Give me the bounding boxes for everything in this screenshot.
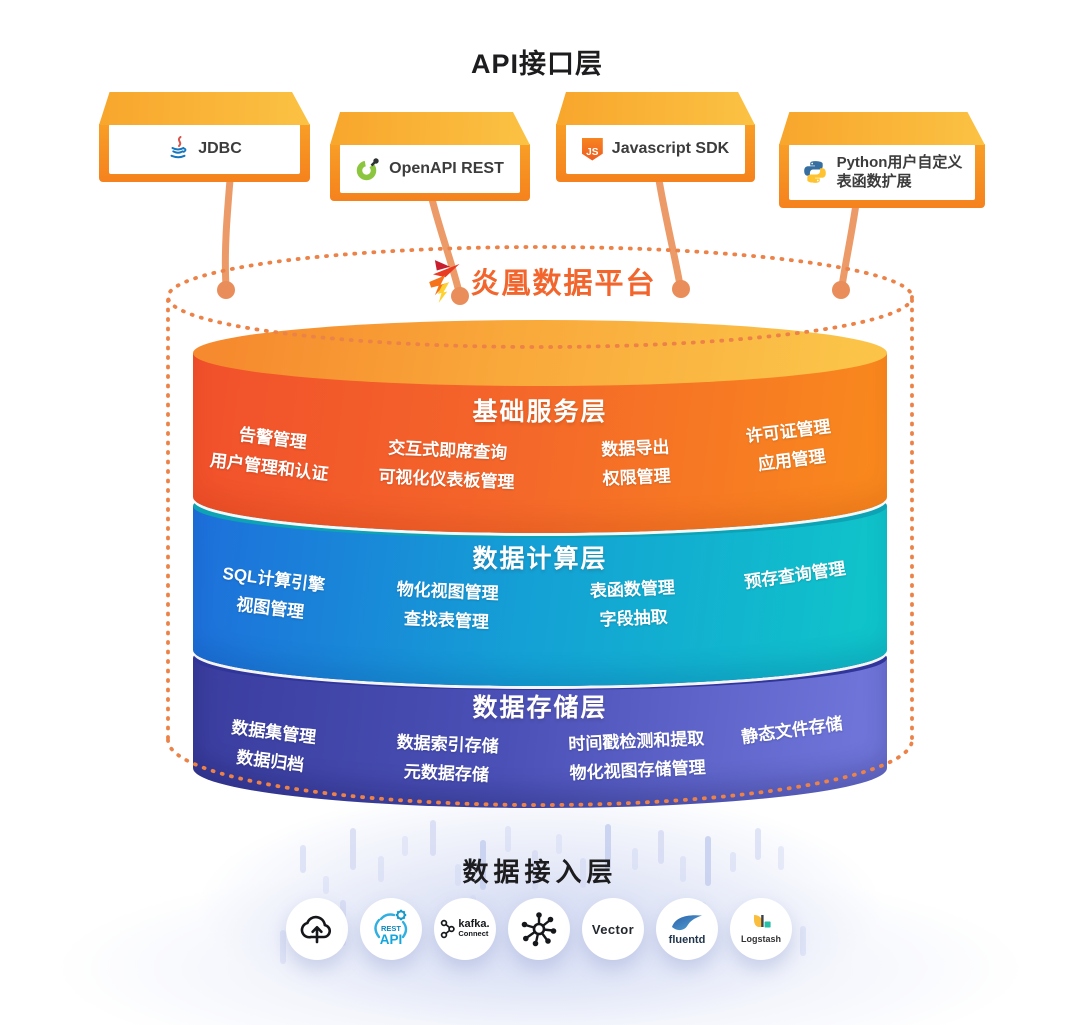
- layer-item: 物化视图存储管理: [569, 758, 706, 783]
- api-box-label: Javascript SDK: [611, 140, 730, 157]
- box-top-face: [779, 112, 985, 145]
- cloud-upload-icon: [300, 915, 332, 944]
- service-layer-top: [193, 320, 887, 386]
- layer-item-column: 交互式即席查询 可视化仪表板管理: [378, 433, 516, 497]
- ingest-layer-title: 数据接入层: [462, 857, 618, 887]
- kafka-label: kafka.: [458, 918, 490, 930]
- box-top-face: [556, 92, 755, 125]
- source-circle-fluentd: fluentd: [656, 898, 718, 960]
- source-circle-vector: Vector: [582, 898, 644, 960]
- layer-item: 物化视图管理: [396, 579, 499, 604]
- api-layer-title: API接口层: [470, 49, 604, 79]
- layer-item-column: 许可证管理 应用管理: [744, 412, 835, 480]
- api-box-openapi-rest: OpenAPI REST: [330, 112, 530, 201]
- api-box-python-udtf: Python用户自定义 表函数扩展: [779, 112, 985, 208]
- layer-item: 元数据存储: [403, 762, 490, 785]
- python-icon: [803, 161, 826, 183]
- rest-api-icon: REST API: [374, 909, 408, 947]
- platform-name: 炎凰数据平台: [470, 268, 657, 300]
- layer-item-column: 数据索引存储 元数据存储: [395, 728, 499, 790]
- source-circle-kafka-connect: kafka. Connect: [434, 898, 496, 960]
- layer-item-column: 数据导出 权限管理: [601, 433, 671, 494]
- api-box-label: JDBC: [198, 140, 242, 157]
- fluentd-bird-icon: [672, 914, 702, 930]
- api-box-label: OpenAPI REST: [389, 159, 504, 177]
- source-circle-cloud-upload: [286, 898, 348, 960]
- layer-item: 查找表管理: [403, 609, 490, 632]
- logstash-label: Logstash: [740, 934, 781, 944]
- api-box-jdbc: JDBC: [99, 92, 310, 182]
- box-front-face: JDBC: [99, 124, 310, 182]
- source-circle-logstash: Logstash: [730, 898, 792, 960]
- source-circle-data-hub: [508, 898, 570, 960]
- fluentd-label: fluentd: [668, 933, 706, 946]
- javascript-icon: JS: [581, 137, 603, 161]
- layer-item-column: 表函数管理 字段抽取: [589, 573, 676, 635]
- openapi-icon: [356, 157, 379, 180]
- layer-item: 权限管理: [602, 466, 672, 489]
- kafka-sublabel: Connect: [458, 929, 489, 938]
- storage-layer-title: 数据存储层: [472, 694, 608, 722]
- source-circle-rest-api: REST API: [360, 898, 422, 960]
- layer-item: 可视化仪表板管理: [378, 467, 515, 492]
- api-box-label-line2: 表函数扩展: [836, 173, 912, 190]
- service-layer-title: 基础服务层: [472, 398, 608, 426]
- box-top-face: [330, 112, 530, 145]
- box-front-face: OpenAPI REST: [330, 144, 530, 201]
- logstash-icon: [753, 915, 771, 928]
- api-box-javascript-sdk: JS Javascript SDK: [556, 92, 755, 182]
- api-box-label: Python用户自定义: [836, 154, 963, 171]
- layer-item-column: SQL计算引擎 视图管理: [217, 559, 327, 629]
- vector-label: Vector: [591, 921, 635, 937]
- layer-item: 表函数管理: [589, 578, 676, 601]
- box-top-face: [99, 92, 310, 125]
- box-front-face: JS Javascript SDK: [556, 124, 755, 182]
- java-icon: [170, 136, 187, 159]
- svg-text:API: API: [380, 932, 403, 947]
- layer-item: 字段抽取: [599, 607, 669, 630]
- layer-item-column: 时间戳检测和提取 物化视图存储管理: [568, 724, 706, 788]
- hub-network-icon: [521, 912, 557, 947]
- platform-brand: 炎凰数据平台: [423, 258, 656, 304]
- layer-item-column: 数据集管理 数据归档: [226, 713, 317, 781]
- phoenix-logo-icon: [429, 260, 460, 303]
- layer-item-column: 物化视图管理 查找表管理: [395, 575, 499, 637]
- svg-text:REST: REST: [381, 924, 401, 933]
- layer-item: 数据导出: [600, 437, 670, 460]
- kafka-icon: [441, 919, 456, 939]
- box-front-face: Python用户自定义 表函数扩展: [779, 144, 985, 208]
- compute-layer-title: 数据计算层: [472, 545, 608, 573]
- layer-item: 数据索引存储: [396, 732, 499, 757]
